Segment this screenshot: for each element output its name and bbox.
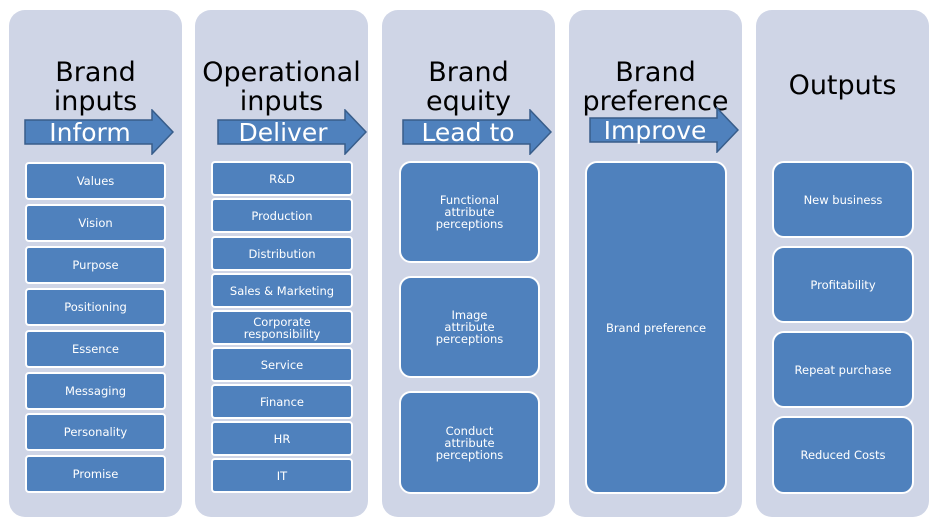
heading-line: Operational <box>202 57 361 88</box>
brand-equity-box: Functional attribute perceptions <box>399 161 540 263</box>
heading-line: inputs <box>53 86 138 117</box>
column-heading: Operational inputs <box>195 58 368 116</box>
arrow-label: Deliver <box>238 117 328 147</box>
output-box: Profitability <box>772 246 914 323</box>
heading-line: Brand <box>428 57 509 88</box>
operational-input-box: Finance <box>211 384 353 419</box>
arrow-label: Improve <box>603 115 707 145</box>
arrow-inform: Inform <box>24 109 174 155</box>
heading-line: Outputs <box>788 70 897 101</box>
operational-input-box: IT <box>211 458 353 493</box>
operational-input-box: Sales & Marketing <box>211 273 353 308</box>
operational-input-box: R&D <box>211 161 353 196</box>
column-brand-equity: Brand equity Lead to Functional attribut… <box>382 10 555 517</box>
operational-input-box: HR <box>211 421 353 456</box>
output-box: Reduced Costs <box>772 416 914 494</box>
brand-input-box: Messaging <box>25 372 166 410</box>
brand-preference-box: Brand preference <box>585 161 727 494</box>
operational-input-box: Corporate responsibility <box>211 310 353 345</box>
heading-line: equity <box>426 86 511 117</box>
column-heading: Brand preference <box>569 58 742 116</box>
column-brand-inputs: Brand inputs Inform Values Vision Purpos… <box>9 10 182 517</box>
output-box: New business <box>772 161 914 238</box>
brand-input-box: Purpose <box>25 246 166 284</box>
operational-input-box: Distribution <box>211 236 353 271</box>
arrow-label: Lead to <box>421 117 515 147</box>
operational-input-box: Production <box>211 198 353 233</box>
heading-line: inputs <box>239 86 324 117</box>
operational-input-box: Service <box>211 347 353 382</box>
arrow-label: Inform <box>49 117 131 147</box>
brand-input-box: Personality <box>25 413 166 451</box>
brand-equity-box: Image attribute perceptions <box>399 276 540 378</box>
brand-equity-box: Conduct attribute perceptions <box>399 391 540 494</box>
arrow-lead-to: Lead to <box>402 109 552 155</box>
heading-line: preference <box>582 86 729 117</box>
output-box: Repeat purchase <box>772 331 914 408</box>
column-operational-inputs: Operational inputs Deliver R&D Productio… <box>195 10 368 517</box>
column-heading: Outputs <box>756 71 929 100</box>
arrow-improve: Improve <box>589 107 739 153</box>
brand-input-box: Values <box>25 162 166 200</box>
column-brand-preference: Brand preference Improve Brand preferenc… <box>569 10 742 517</box>
heading-line: Brand <box>615 57 696 88</box>
brand-input-box: Positioning <box>25 288 166 326</box>
brand-input-box: Vision <box>25 204 166 242</box>
brand-input-box: Promise <box>25 455 166 493</box>
column-heading: Brand equity <box>382 58 555 116</box>
column-outputs: Outputs New business Profitability Repea… <box>756 10 929 517</box>
brand-input-box: Essence <box>25 330 166 368</box>
column-heading: Brand inputs <box>9 58 182 116</box>
arrow-deliver: Deliver <box>217 109 367 155</box>
heading-line: Brand <box>55 57 136 88</box>
